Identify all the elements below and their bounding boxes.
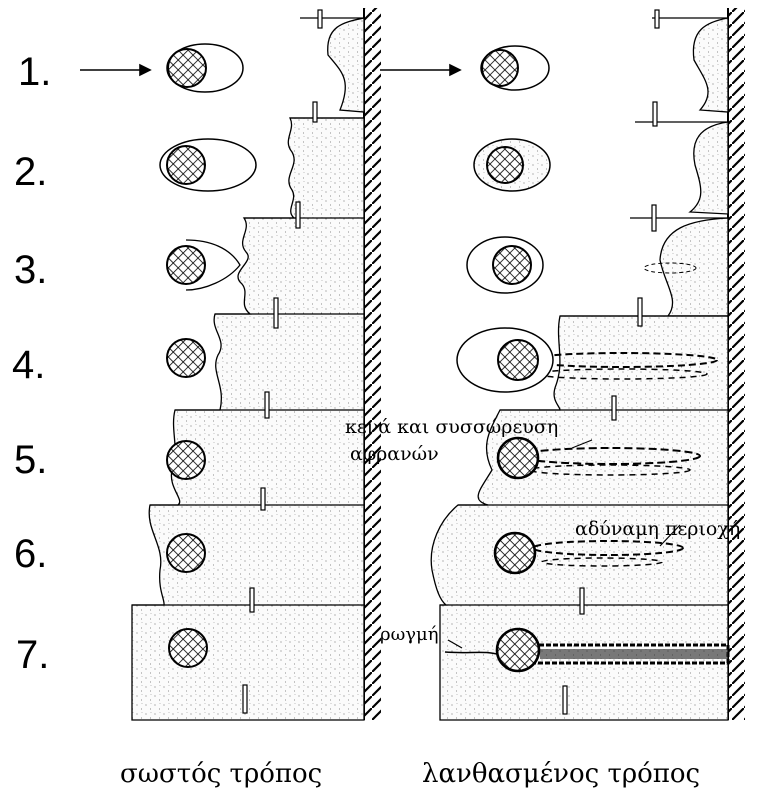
caption-correct: σωστός τρόπος bbox=[120, 759, 322, 789]
voids-label-line2: αφρανών bbox=[350, 443, 439, 465]
voids-label-line1: κενά και συσσώρευση bbox=[345, 416, 558, 438]
wrong-method-panel bbox=[431, 10, 728, 720]
correct-method-panel bbox=[132, 10, 364, 720]
flow-arrows bbox=[80, 65, 460, 75]
step-4: 4. bbox=[12, 343, 45, 387]
step-5: 5. bbox=[14, 438, 47, 482]
wrong-concrete-fill bbox=[693, 18, 728, 112]
step-3: 3. bbox=[14, 248, 47, 292]
step-1: 1. bbox=[18, 50, 51, 94]
step-2: 2. bbox=[14, 150, 47, 194]
correct-step1-concrete bbox=[328, 18, 364, 112]
caption-wrong: λανθασμένος τρόπος bbox=[422, 759, 700, 789]
correct-concrete-fill bbox=[132, 118, 364, 720]
left-formwork-wall bbox=[364, 8, 381, 720]
crack-label: ρωγμή bbox=[380, 624, 439, 645]
right-formwork-wall bbox=[728, 8, 745, 720]
step-7: 7. bbox=[16, 633, 49, 677]
weak-zone-label: αδύναμη περιοχή bbox=[575, 518, 740, 540]
step-6: 6. bbox=[14, 532, 47, 576]
